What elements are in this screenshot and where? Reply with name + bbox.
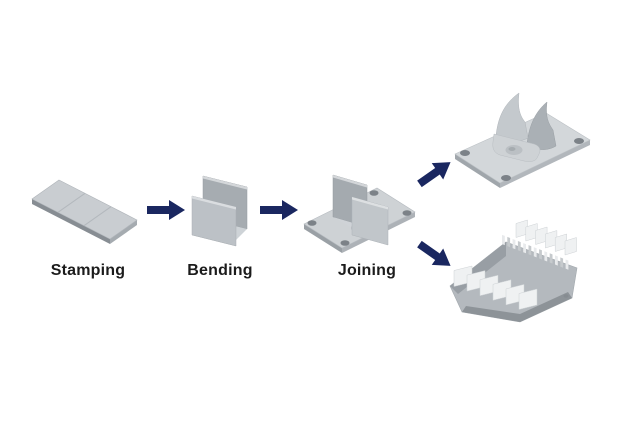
step-label-joining: Joining (337, 262, 397, 279)
arrow-shape (147, 200, 185, 220)
stamped-plate-illustration (30, 172, 150, 252)
fin-comb (502, 234, 569, 270)
back-fin-cluster (515, 219, 577, 256)
finned-assembly-product-illustration (444, 210, 626, 328)
clevis-bracket-product-illustration (450, 86, 598, 202)
step-label-bending: Bending (187, 262, 253, 279)
channel-on-base-plate-illustration (300, 160, 422, 262)
arrow-shape (417, 162, 451, 188)
arrow-right-icon (259, 199, 299, 226)
arrow-shape (417, 240, 451, 266)
bent-u-channel-illustration (186, 170, 252, 254)
arrow-shape (260, 200, 298, 220)
step-label-stamping: Stamping (50, 262, 126, 279)
arrow-up-right-icon (406, 146, 464, 205)
front-fin-cluster (453, 265, 538, 310)
arrow-right-icon (146, 199, 186, 226)
arrow-down-right-icon (406, 228, 464, 287)
